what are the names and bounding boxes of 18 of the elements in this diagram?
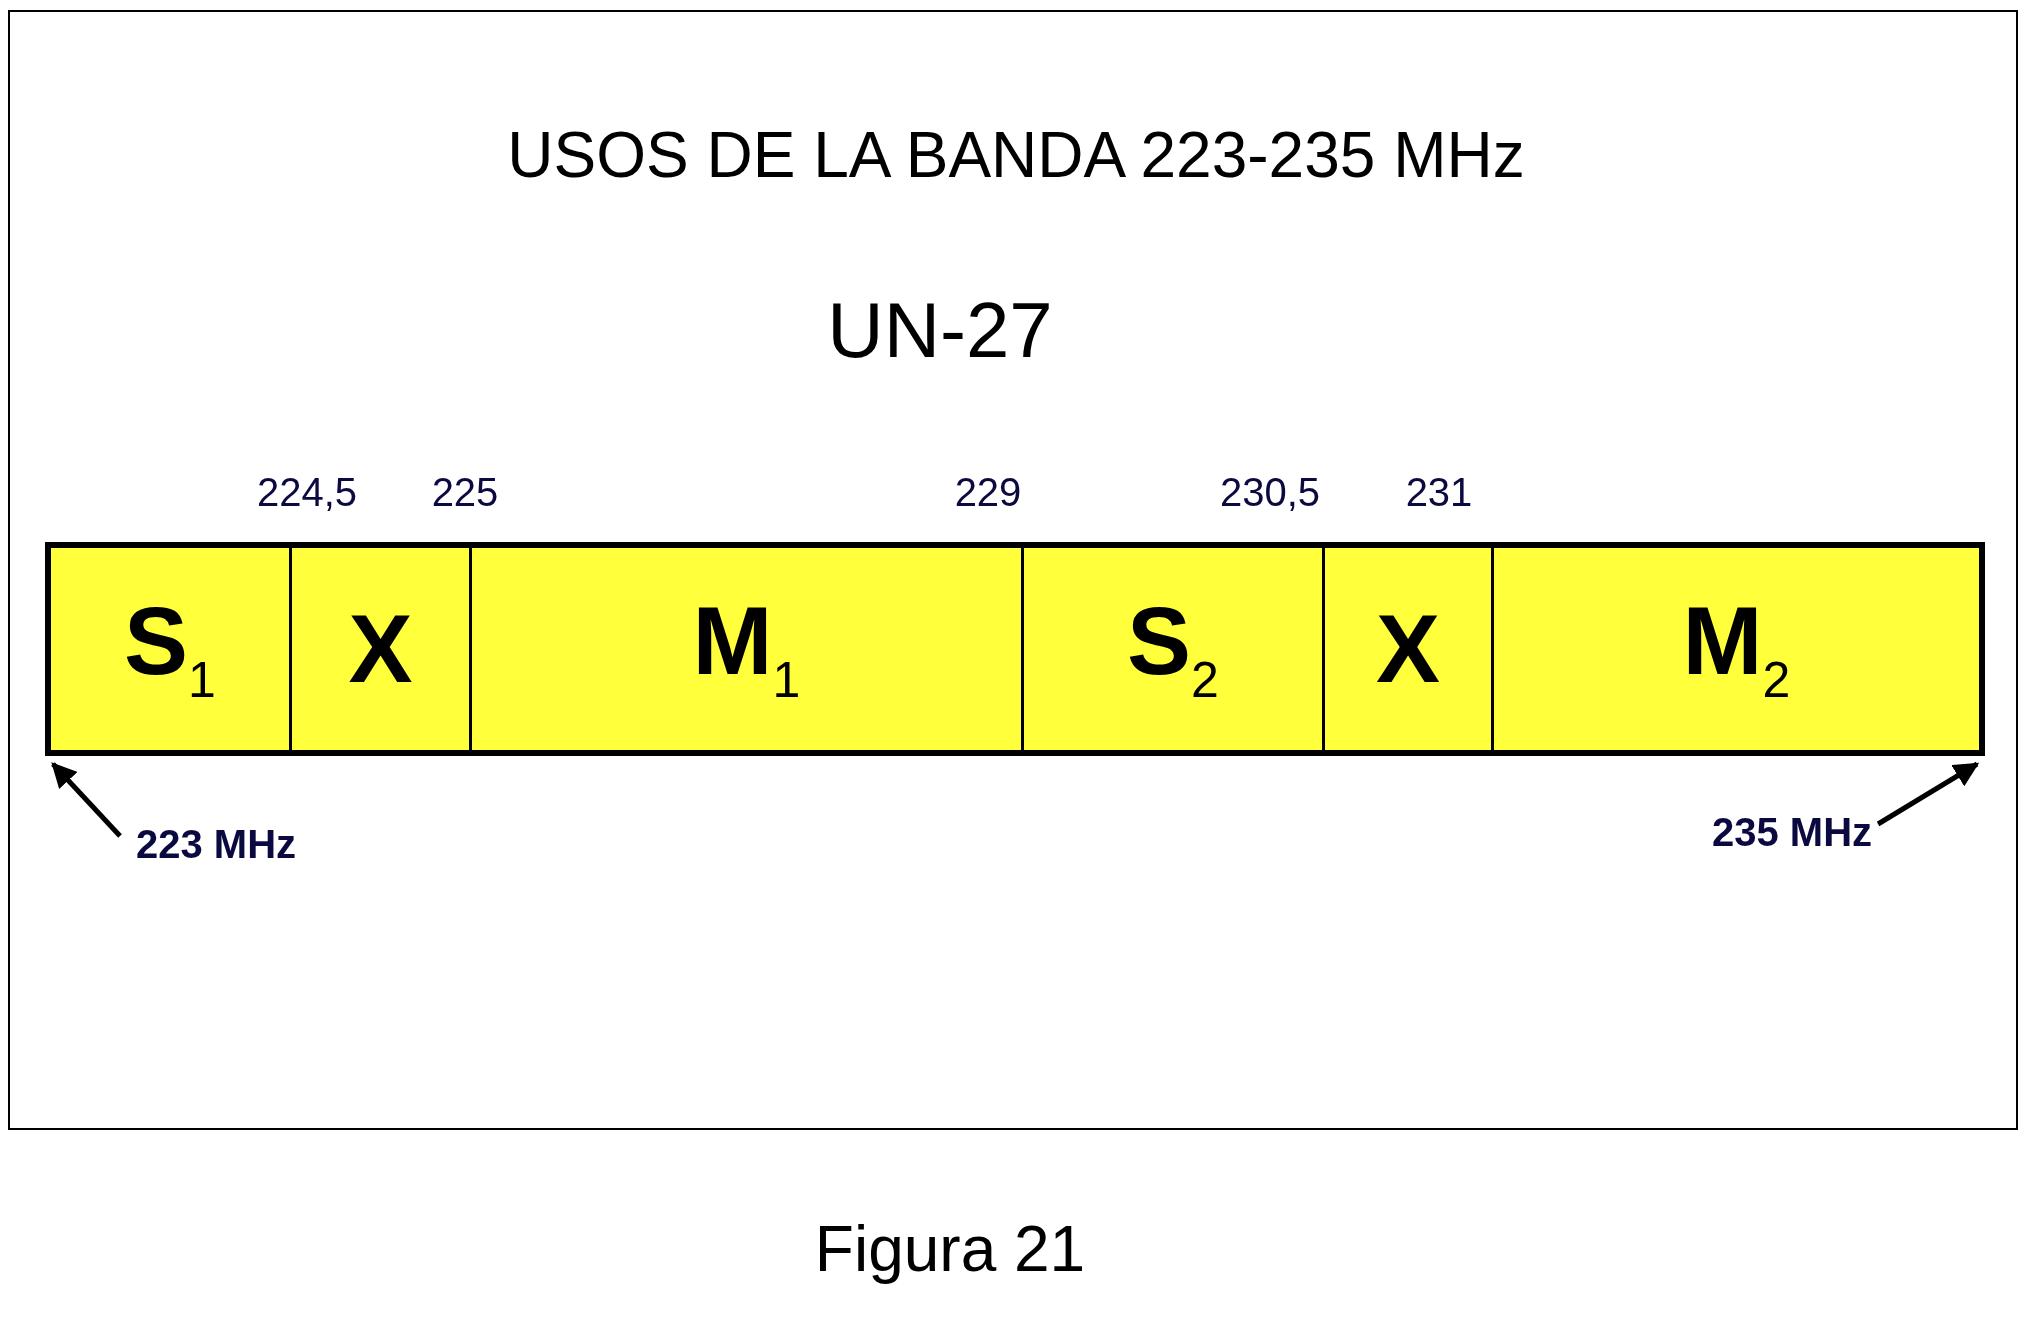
frequency-label: 223 MHz [136, 822, 297, 867]
frequency-label: 224,5 [256, 470, 358, 515]
frequency-label: 230,5 [1219, 470, 1321, 515]
segment-label: S$_{1}$ [124, 593, 216, 705]
segment-label: S$_{2}$ [1127, 593, 1219, 705]
segment-label: M$_{1}$ [692, 593, 801, 705]
frequency-label: 235 MHz [1712, 810, 1873, 855]
figure-caption: Figura 21 [814, 1212, 1086, 1286]
frequency-label: 231 [1405, 470, 1473, 515]
frequency-label: 229 [954, 470, 1022, 515]
segment-label: X [1376, 601, 1440, 697]
subtitle: UN-27 [827, 285, 1053, 376]
diagram-title: USOS DE LA BANDA 223-235 MHz [507, 118, 1525, 192]
leader-arrow [51, 762, 122, 838]
segment-label: M$_{2}$ [1682, 593, 1791, 705]
leader-arrow [1876, 761, 1980, 827]
segment-label: X [348, 601, 413, 697]
frequency-label: 225 [431, 470, 499, 515]
